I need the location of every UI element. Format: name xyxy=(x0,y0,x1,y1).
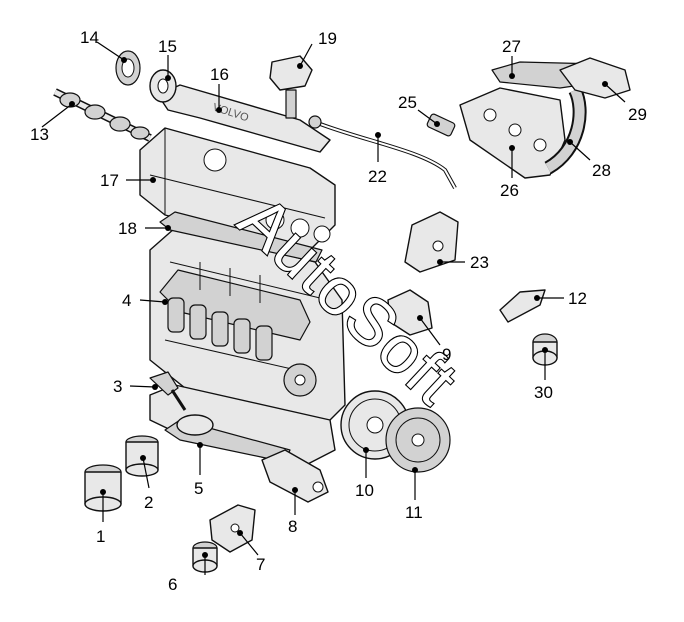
callout-3: 3 xyxy=(113,377,122,396)
callout-23: 23 xyxy=(470,253,489,272)
callout-13: 13 xyxy=(30,125,49,144)
catalytic-converter xyxy=(559,57,631,99)
callout-1: 1 xyxy=(96,527,105,546)
dipstick-tube xyxy=(308,115,457,189)
callout-26: 26 xyxy=(500,181,519,200)
callout-27: 27 xyxy=(502,37,521,56)
engine-block xyxy=(149,227,346,431)
callout-2: 2 xyxy=(144,493,153,512)
callout-9: 9 xyxy=(442,345,451,364)
callout-28: 28 xyxy=(592,161,611,180)
clutch-disc xyxy=(385,407,451,473)
callout-15: 15 xyxy=(158,37,177,56)
rear-mount xyxy=(387,289,433,336)
callout-10: 10 xyxy=(355,481,374,500)
camshaft xyxy=(53,88,152,142)
manifold-gasket xyxy=(426,113,456,137)
engine-mount xyxy=(404,211,459,273)
callout-16: 16 xyxy=(210,65,229,84)
camshaft-seal xyxy=(115,50,141,86)
oil-strainer xyxy=(176,414,214,436)
callout-numbers: 1 2 3 4 5 6 7 8 9 10 11 12 13 14 15 16 1… xyxy=(30,28,647,594)
oil-pump-housing xyxy=(261,449,329,503)
callout-12: 12 xyxy=(568,289,587,308)
callout-18: 18 xyxy=(118,219,137,238)
callout-6: 6 xyxy=(168,575,177,594)
exhaust-manifold xyxy=(459,87,566,179)
valve-cover: VOLVO xyxy=(157,84,331,172)
callout-14: 14 xyxy=(80,28,99,47)
bracket xyxy=(499,289,546,323)
oil-filter-1 xyxy=(84,464,122,512)
callout-5: 5 xyxy=(194,479,203,498)
cam-pulley xyxy=(149,69,177,103)
callout-30: 30 xyxy=(534,383,553,402)
callout-8: 8 xyxy=(288,517,297,536)
flex-pipe xyxy=(544,86,587,175)
callout-4: 4 xyxy=(122,291,131,310)
crankshaft xyxy=(167,297,273,361)
oil-pickup xyxy=(149,371,187,411)
callout-25: 25 xyxy=(398,93,417,112)
callout-leaders xyxy=(41,41,626,575)
callout-22: 22 xyxy=(368,167,387,186)
mount-bracket xyxy=(209,504,256,553)
callout-19: 19 xyxy=(318,29,337,48)
callout-11: 11 xyxy=(405,503,423,522)
callout-17: 17 xyxy=(100,171,119,190)
ignition-coil xyxy=(269,55,313,119)
callout-29: 29 xyxy=(628,105,647,124)
callout-7: 7 xyxy=(256,555,265,574)
